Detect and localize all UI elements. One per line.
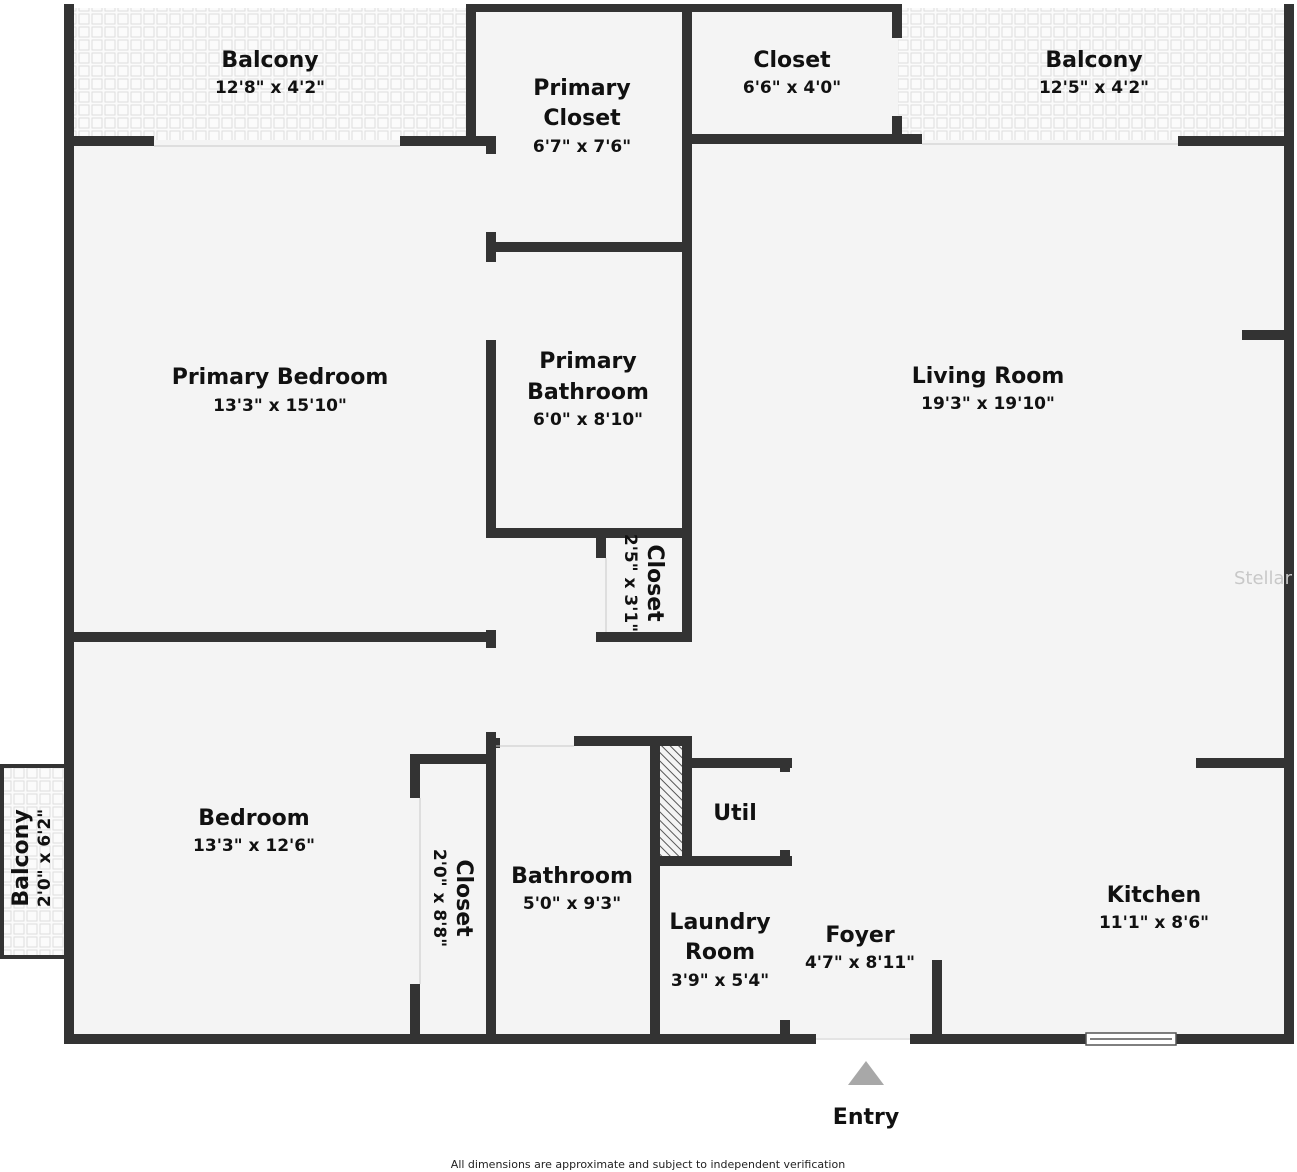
closet-top-name: Closet: [753, 48, 831, 73]
entry-label: Entry: [833, 1105, 899, 1130]
closet-top-dims: 6'6" x 4'0": [743, 78, 841, 98]
walls: [0, 4, 1294, 1044]
bedroom-dims: 13'3" x 12'6": [193, 836, 315, 856]
closet-bedroom-dims: 2'0" x 8'8": [429, 849, 449, 947]
bedroom-name: Bedroom: [198, 806, 309, 831]
primary-closet-name-line1: Primary: [533, 76, 630, 101]
foyer-dims: 4'7" x 8'11": [805, 953, 915, 973]
primary-bedroom-dims: 13'3" x 15'10": [213, 396, 347, 416]
room-labels: Balcony 12'8" x 4'2" Primary Closet 6'7"…: [9, 48, 1209, 991]
primary-bedroom-name: Primary Bedroom: [172, 365, 389, 390]
laundry-room-name-line2: Room: [685, 940, 755, 965]
kitchen-name: Kitchen: [1107, 883, 1201, 908]
laundry-room-name-line1: Laundry: [669, 910, 770, 935]
foyer-name: Foyer: [825, 923, 895, 948]
laundry-room-dims: 3'9" x 5'4": [671, 971, 769, 991]
bathroom-name: Bathroom: [511, 864, 633, 889]
primary-bathroom-name-line1: Primary: [539, 349, 636, 374]
balcony-left-name: Balcony: [221, 48, 318, 73]
balcony-right-name: Balcony: [1045, 48, 1142, 73]
primary-bathroom-name-line2: Bathroom: [527, 380, 649, 405]
kitchen-dims: 11'1" x 8'6": [1099, 913, 1209, 933]
floor-areas: [3, 8, 1286, 1038]
balcony-side-floor: [3, 768, 67, 956]
closet-small-dims: 2'5" x 3'1": [620, 534, 640, 632]
balcony-left-dims: 12'8" x 4'2": [215, 78, 325, 98]
primary-closet-name-line2: Closet: [543, 106, 621, 131]
openings: [154, 143, 1178, 1040]
living-room-name: Living Room: [912, 364, 1065, 389]
primary-closet-dims: 6'7" x 7'6": [533, 137, 631, 157]
balcony-side-dims: 2'0" x 6'2": [35, 809, 55, 907]
balcony-left-floor: [70, 8, 470, 140]
entry-arrow-icon: [848, 1061, 884, 1085]
bathroom-dims: 5'0" x 9'3": [523, 894, 621, 914]
balcony-right-dims: 12'5" x 4'2": [1039, 78, 1149, 98]
util-name: Util: [713, 801, 756, 826]
kitchen-window: [1085, 1032, 1177, 1046]
interior-floor: [70, 140, 1286, 1038]
balcony-right-floor: [898, 8, 1286, 140]
closet-small-name: Closet: [642, 544, 667, 622]
closet-bedroom-name: Closet: [451, 859, 476, 937]
living-room-dims: 19'3" x 19'10": [921, 394, 1055, 414]
balcony-side-name: Balcony: [9, 809, 34, 906]
watermark: Stellar: [1234, 568, 1293, 589]
chase-hatch: [660, 745, 684, 857]
footnote: All dimensions are approximate and subje…: [451, 1158, 845, 1171]
primary-bathroom-dims: 6'0" x 8'10": [533, 410, 643, 430]
